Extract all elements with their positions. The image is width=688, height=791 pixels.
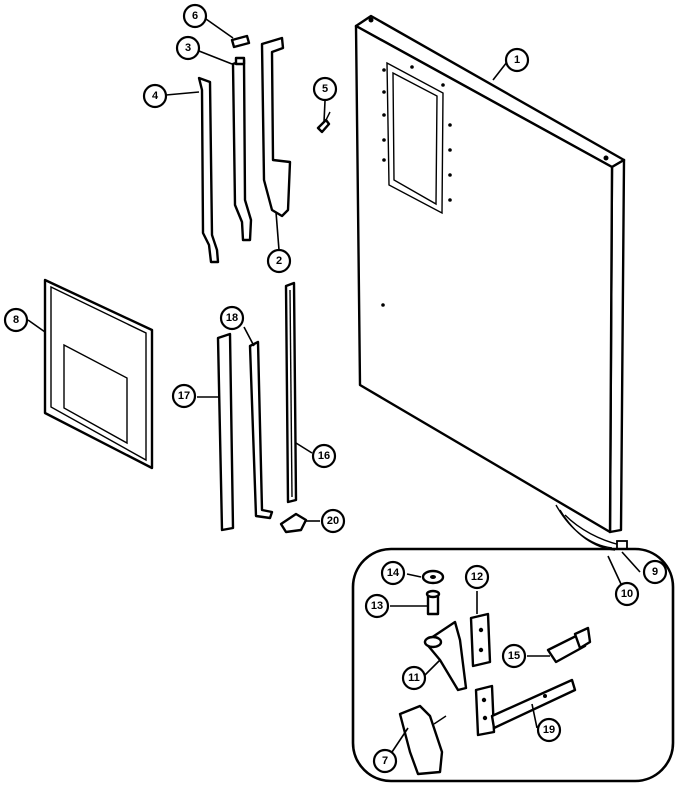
callout-3: 3: [175, 35, 201, 61]
callout-7: 7: [372, 748, 398, 774]
callout-label: 13: [371, 600, 383, 612]
callout-label: 19: [543, 724, 555, 736]
callout-label: 5: [322, 83, 328, 95]
callout-label: 17: [178, 390, 190, 402]
callout-19: 19: [536, 717, 562, 743]
callout-label: 7: [382, 755, 388, 767]
door-rail-4: [197, 76, 220, 264]
clip-20: [279, 512, 308, 534]
bracket-15: [546, 626, 592, 664]
callout-10: 10: [614, 581, 640, 607]
door-rail-2: [260, 36, 292, 218]
hinge-arm-11: [423, 620, 468, 692]
trim-strip-18: [248, 340, 274, 520]
clip-6: [230, 34, 251, 49]
callout-label: 10: [621, 588, 633, 600]
callout-label: 16: [318, 450, 330, 462]
callout-label: 12: [471, 571, 483, 583]
callout-14: 14: [380, 560, 406, 586]
callout-label: 3: [185, 42, 191, 54]
callout-label: 1: [514, 54, 520, 66]
door-panel: [354, 14, 628, 551]
callout-9: 9: [642, 559, 668, 585]
callout-16: 16: [311, 443, 337, 469]
trim-strip-16: [284, 281, 298, 504]
callout-11: 11: [401, 665, 427, 691]
hinge-detail-inset: [351, 547, 675, 783]
screw-5: [316, 111, 331, 134]
callout-label: 11: [408, 672, 420, 684]
callout-6: 6: [182, 3, 208, 29]
hinge-bracket-12: [469, 612, 492, 668]
washer-14: [421, 569, 445, 585]
callout-15: 15: [501, 643, 527, 669]
callout-label: 6: [192, 10, 198, 22]
callout-4: 4: [142, 83, 168, 109]
trim-strip-17: [216, 332, 235, 532]
callout-20: 20: [320, 508, 346, 534]
callout-label: 9: [652, 566, 658, 578]
hinge-plate-19: [474, 678, 577, 737]
door-rail-3: [231, 56, 253, 242]
inner-door-liner: [43, 278, 154, 470]
door-panel-holes: [368, 17, 609, 307]
callout-2: 2: [266, 248, 292, 274]
callout-label: 14: [387, 567, 400, 579]
callout-17: 17: [171, 383, 197, 409]
callout-label: 15: [508, 650, 520, 662]
callout-8: 8: [3, 307, 29, 333]
callout-1: 1: [504, 47, 530, 73]
hinge-cover-7: [398, 704, 447, 776]
callout-12: 12: [464, 564, 490, 590]
callout-13: 13: [364, 593, 390, 619]
leader-lines: [27, 18, 641, 753]
hinge-pin-13: [425, 589, 441, 616]
callout-label: 18: [226, 312, 238, 324]
callout-5: 5: [312, 76, 338, 102]
callout-label: 20: [327, 515, 339, 527]
callout-label: 4: [152, 90, 159, 102]
callout-label: 2: [276, 255, 282, 267]
callout-label: 8: [13, 314, 19, 326]
callout-18: 18: [219, 305, 245, 331]
